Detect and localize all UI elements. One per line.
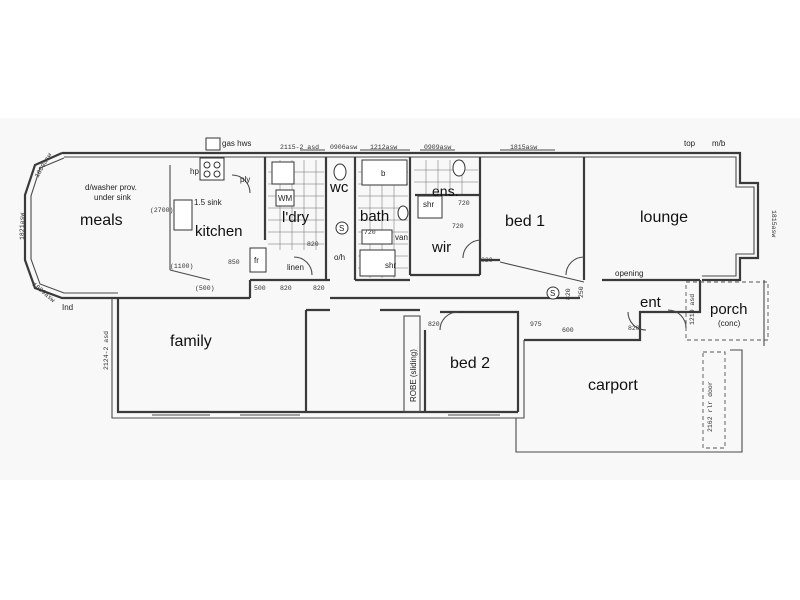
sink-label: 1.5 sink bbox=[194, 198, 223, 207]
dim-720-ens: 720 bbox=[458, 200, 470, 207]
dishwasher-note-line2: under sink bbox=[94, 193, 132, 202]
dim-1210: 1210 asd bbox=[689, 294, 696, 325]
bath-tub bbox=[361, 159, 408, 186]
bath-shower bbox=[359, 249, 396, 277]
room-label-porch: porch bbox=[710, 301, 748, 318]
smoke-detector-2-label: S bbox=[550, 289, 555, 298]
fridge-space bbox=[249, 247, 267, 273]
room-label-wir: wir bbox=[431, 239, 451, 256]
ens-shower bbox=[417, 195, 443, 219]
wm-label: WM bbox=[278, 194, 293, 203]
dim-0906: 0906asw bbox=[330, 144, 357, 151]
smoke-detector-1-label: S bbox=[339, 224, 344, 233]
wc-toilet bbox=[333, 163, 347, 181]
smoke-detector-1 bbox=[335, 221, 349, 235]
room-labels: meals kitchen family l'dry wc bath ens. … bbox=[80, 179, 748, 394]
dim-820-lounge: 820 bbox=[565, 288, 572, 300]
dim-820-wir: 820 bbox=[481, 257, 493, 264]
bath-shower-label: shr bbox=[385, 261, 396, 270]
washing-machine bbox=[275, 189, 295, 207]
gas-hws-unit bbox=[205, 137, 221, 151]
vanity-label: van bbox=[395, 233, 408, 242]
meals-bay-wall bbox=[23, 151, 118, 300]
dim-600: 600 bbox=[562, 327, 574, 334]
vanity bbox=[361, 229, 393, 245]
kitchen-sink bbox=[173, 199, 193, 231]
dim-1212: 1212asw bbox=[370, 144, 397, 151]
dim-1100: (1100) bbox=[170, 263, 193, 270]
room-label-family: family bbox=[170, 333, 212, 350]
dim-1815-right: 1815asw bbox=[770, 210, 777, 237]
carport-outline bbox=[515, 349, 743, 453]
stove bbox=[199, 157, 225, 181]
laundry-tub bbox=[271, 161, 295, 185]
ens-shower-label: shr bbox=[423, 200, 434, 209]
dim-500: (500) bbox=[195, 285, 215, 292]
hotplate-label: hp bbox=[190, 167, 199, 176]
room-label-bed1: bed 1 bbox=[505, 213, 545, 230]
dim-2124: 2124-2 asd bbox=[103, 331, 110, 370]
dim-0909: 0909asw bbox=[424, 144, 451, 151]
dishwasher-note-line1: d/washer prov. bbox=[85, 183, 137, 192]
dim-820-bed2: 820 bbox=[428, 321, 440, 328]
bath-basin bbox=[397, 205, 409, 221]
room-label-meals: meals bbox=[80, 212, 123, 229]
top-label: top bbox=[684, 139, 696, 148]
meterbox-label: m/b bbox=[712, 139, 726, 148]
pantry-label: ply bbox=[240, 175, 250, 184]
fixtures bbox=[173, 137, 560, 300]
dim-2115: 2115-2 asd bbox=[280, 144, 319, 151]
room-label-lounge: lounge bbox=[640, 209, 688, 226]
smoke-detector-2 bbox=[546, 286, 560, 300]
porch-subtitle: (conc) bbox=[718, 319, 741, 328]
dim-720-bath: 720 bbox=[364, 229, 376, 236]
room-label-ens: ens. bbox=[432, 183, 458, 199]
dim-250: 250 bbox=[578, 286, 585, 298]
dim-1815-top: 1815asw bbox=[510, 144, 537, 151]
dim-820-linen: 820 bbox=[280, 285, 292, 292]
room-label-carport: carport bbox=[588, 377, 638, 394]
opening-label: opening bbox=[615, 269, 643, 278]
gas-hws-label: gas hws bbox=[222, 139, 251, 148]
dim-500b: 500 bbox=[254, 285, 266, 292]
dim-820-ent: 820 bbox=[628, 325, 640, 332]
room-label-bath: bath bbox=[360, 208, 389, 225]
room-label-ent: ent bbox=[640, 294, 662, 311]
dim-975: 975 bbox=[530, 321, 542, 328]
linen-label: linen bbox=[287, 263, 304, 272]
ind-label: Ind bbox=[62, 303, 73, 312]
family-left-wall bbox=[116, 298, 518, 414]
bath-tub-label: b bbox=[381, 169, 386, 178]
windows bbox=[152, 149, 555, 416]
annotation-labels: gas hws ply d/washer prov. under sink 1.… bbox=[62, 139, 741, 402]
room-label-bed2: bed 2 bbox=[450, 355, 490, 372]
room-label-kitchen: kitchen bbox=[195, 223, 243, 240]
door-swings bbox=[231, 174, 687, 331]
dim-820-laundry: 820 bbox=[307, 241, 319, 248]
overhead-label: o/h bbox=[334, 253, 345, 262]
top-exterior-wall bbox=[62, 151, 760, 282]
dim-850: 850 bbox=[228, 259, 240, 266]
room-label-laundry: l'dry bbox=[282, 209, 310, 226]
robe-label: ROBE (sliding) bbox=[409, 349, 418, 402]
robe-sliding bbox=[403, 315, 421, 413]
fridge-label: fr bbox=[254, 256, 259, 265]
roller-door bbox=[702, 351, 726, 449]
dim-2162: 2162 rlr door bbox=[707, 381, 714, 432]
dim-2700: (2700) bbox=[150, 207, 173, 214]
exterior-walls bbox=[23, 151, 769, 453]
dim-820-linen2: 820 bbox=[313, 285, 325, 292]
dim-1821: 1821asw bbox=[19, 213, 26, 240]
room-label-wc: wc bbox=[329, 179, 349, 196]
interior-walls bbox=[118, 157, 700, 413]
dim-720-ens2: 720 bbox=[452, 223, 464, 230]
ens-toilet bbox=[452, 159, 466, 177]
